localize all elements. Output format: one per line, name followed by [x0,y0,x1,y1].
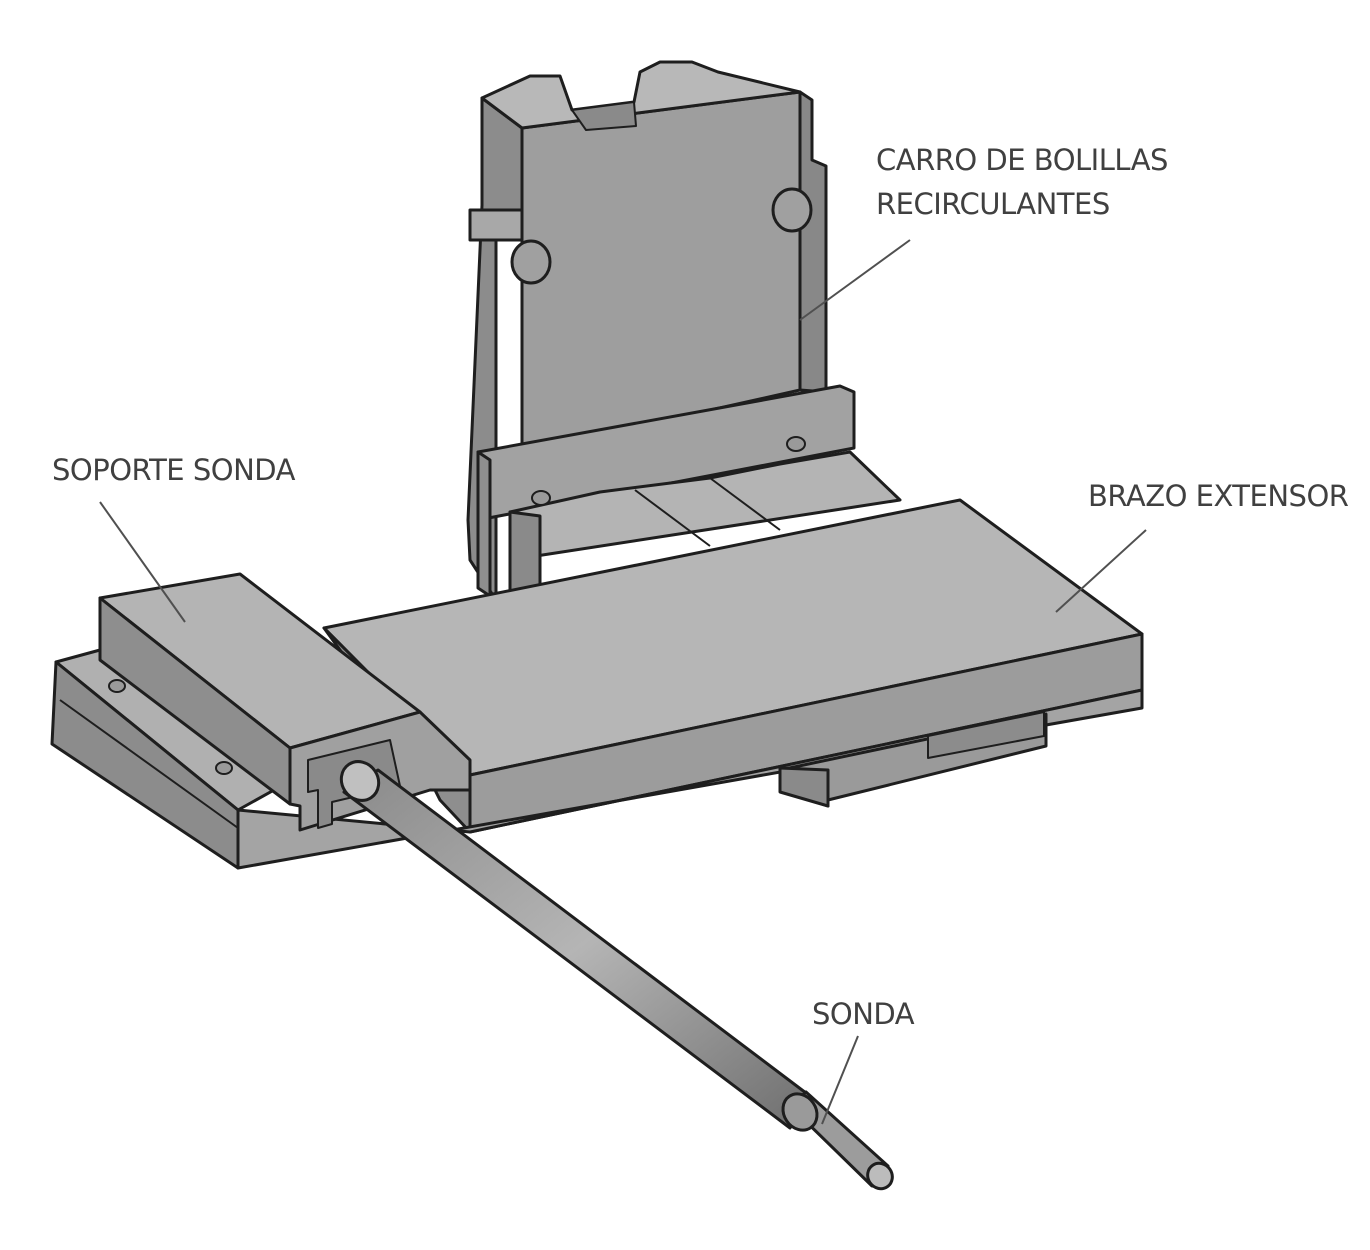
carriage-base-plate [476,384,902,602]
label-soporte-sonda: SOPORTE SONDA [52,453,296,487]
labels: CARRO DE BOLILLAS RECIRCULANTES SOPORTE … [52,143,1349,1031]
leader-carro [799,239,911,321]
leader-soporte [99,501,186,623]
label-carro-line2: RECIRCULANTES [876,187,1110,221]
label-brazo-extensor: BRAZO EXTENSOR [1088,479,1349,513]
probe-rod [339,760,894,1191]
label-sonda: SONDA [812,997,915,1031]
leader-lines [99,239,1147,1125]
label-carro-line1: CARRO DE BOLILLAS [876,143,1168,177]
leader-brazo [1055,529,1147,613]
base-plate [50,648,294,870]
leader-sonda [821,1035,859,1125]
